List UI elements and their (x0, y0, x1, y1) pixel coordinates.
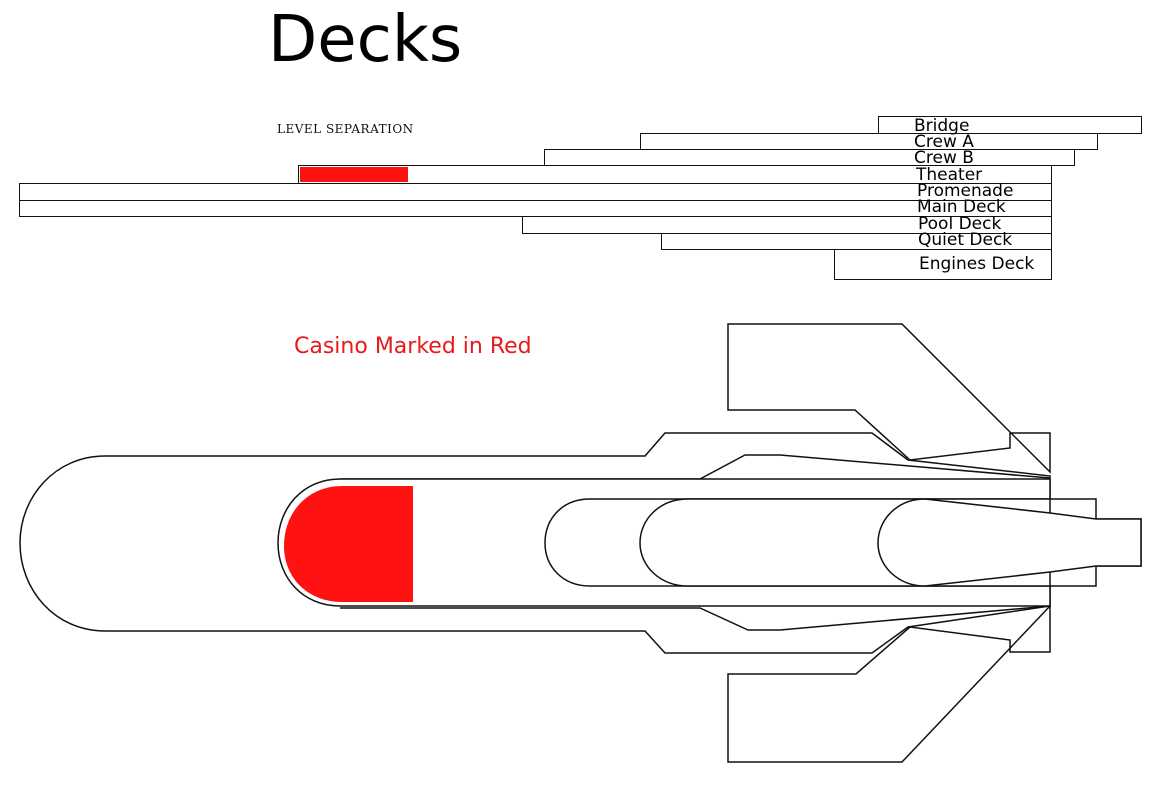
casino-side-view-marker (300, 167, 408, 182)
deck-label-crew-b: Crew B (914, 148, 974, 168)
deck-label-quiet-deck: Quiet Deck (918, 230, 1013, 250)
deck-label-promenade: Promenade (917, 181, 1014, 201)
casino-plan-marker (284, 486, 413, 602)
lower-fin (727, 604, 1051, 763)
casino-note: Casino Marked in Red (294, 334, 532, 359)
deck-label-engines-deck: Engines Deck (919, 254, 1035, 274)
upper-fin (727, 323, 1051, 474)
deck-label-main-deck: Main Deck (917, 197, 1006, 217)
level-separation-heading: LEVEL SEPARATION (277, 122, 414, 136)
deck-label-bridge: Bridge (914, 116, 970, 136)
engine-nozzle (877, 498, 1142, 587)
deck-bar-engines-deck (834, 249, 1052, 280)
deck-label-theater: Theater (916, 165, 983, 185)
page-title: Decks (268, 3, 463, 77)
deck-label-crew-a: Crew A (914, 132, 974, 152)
deck-label-pool-deck: Pool Deck (918, 214, 1002, 234)
